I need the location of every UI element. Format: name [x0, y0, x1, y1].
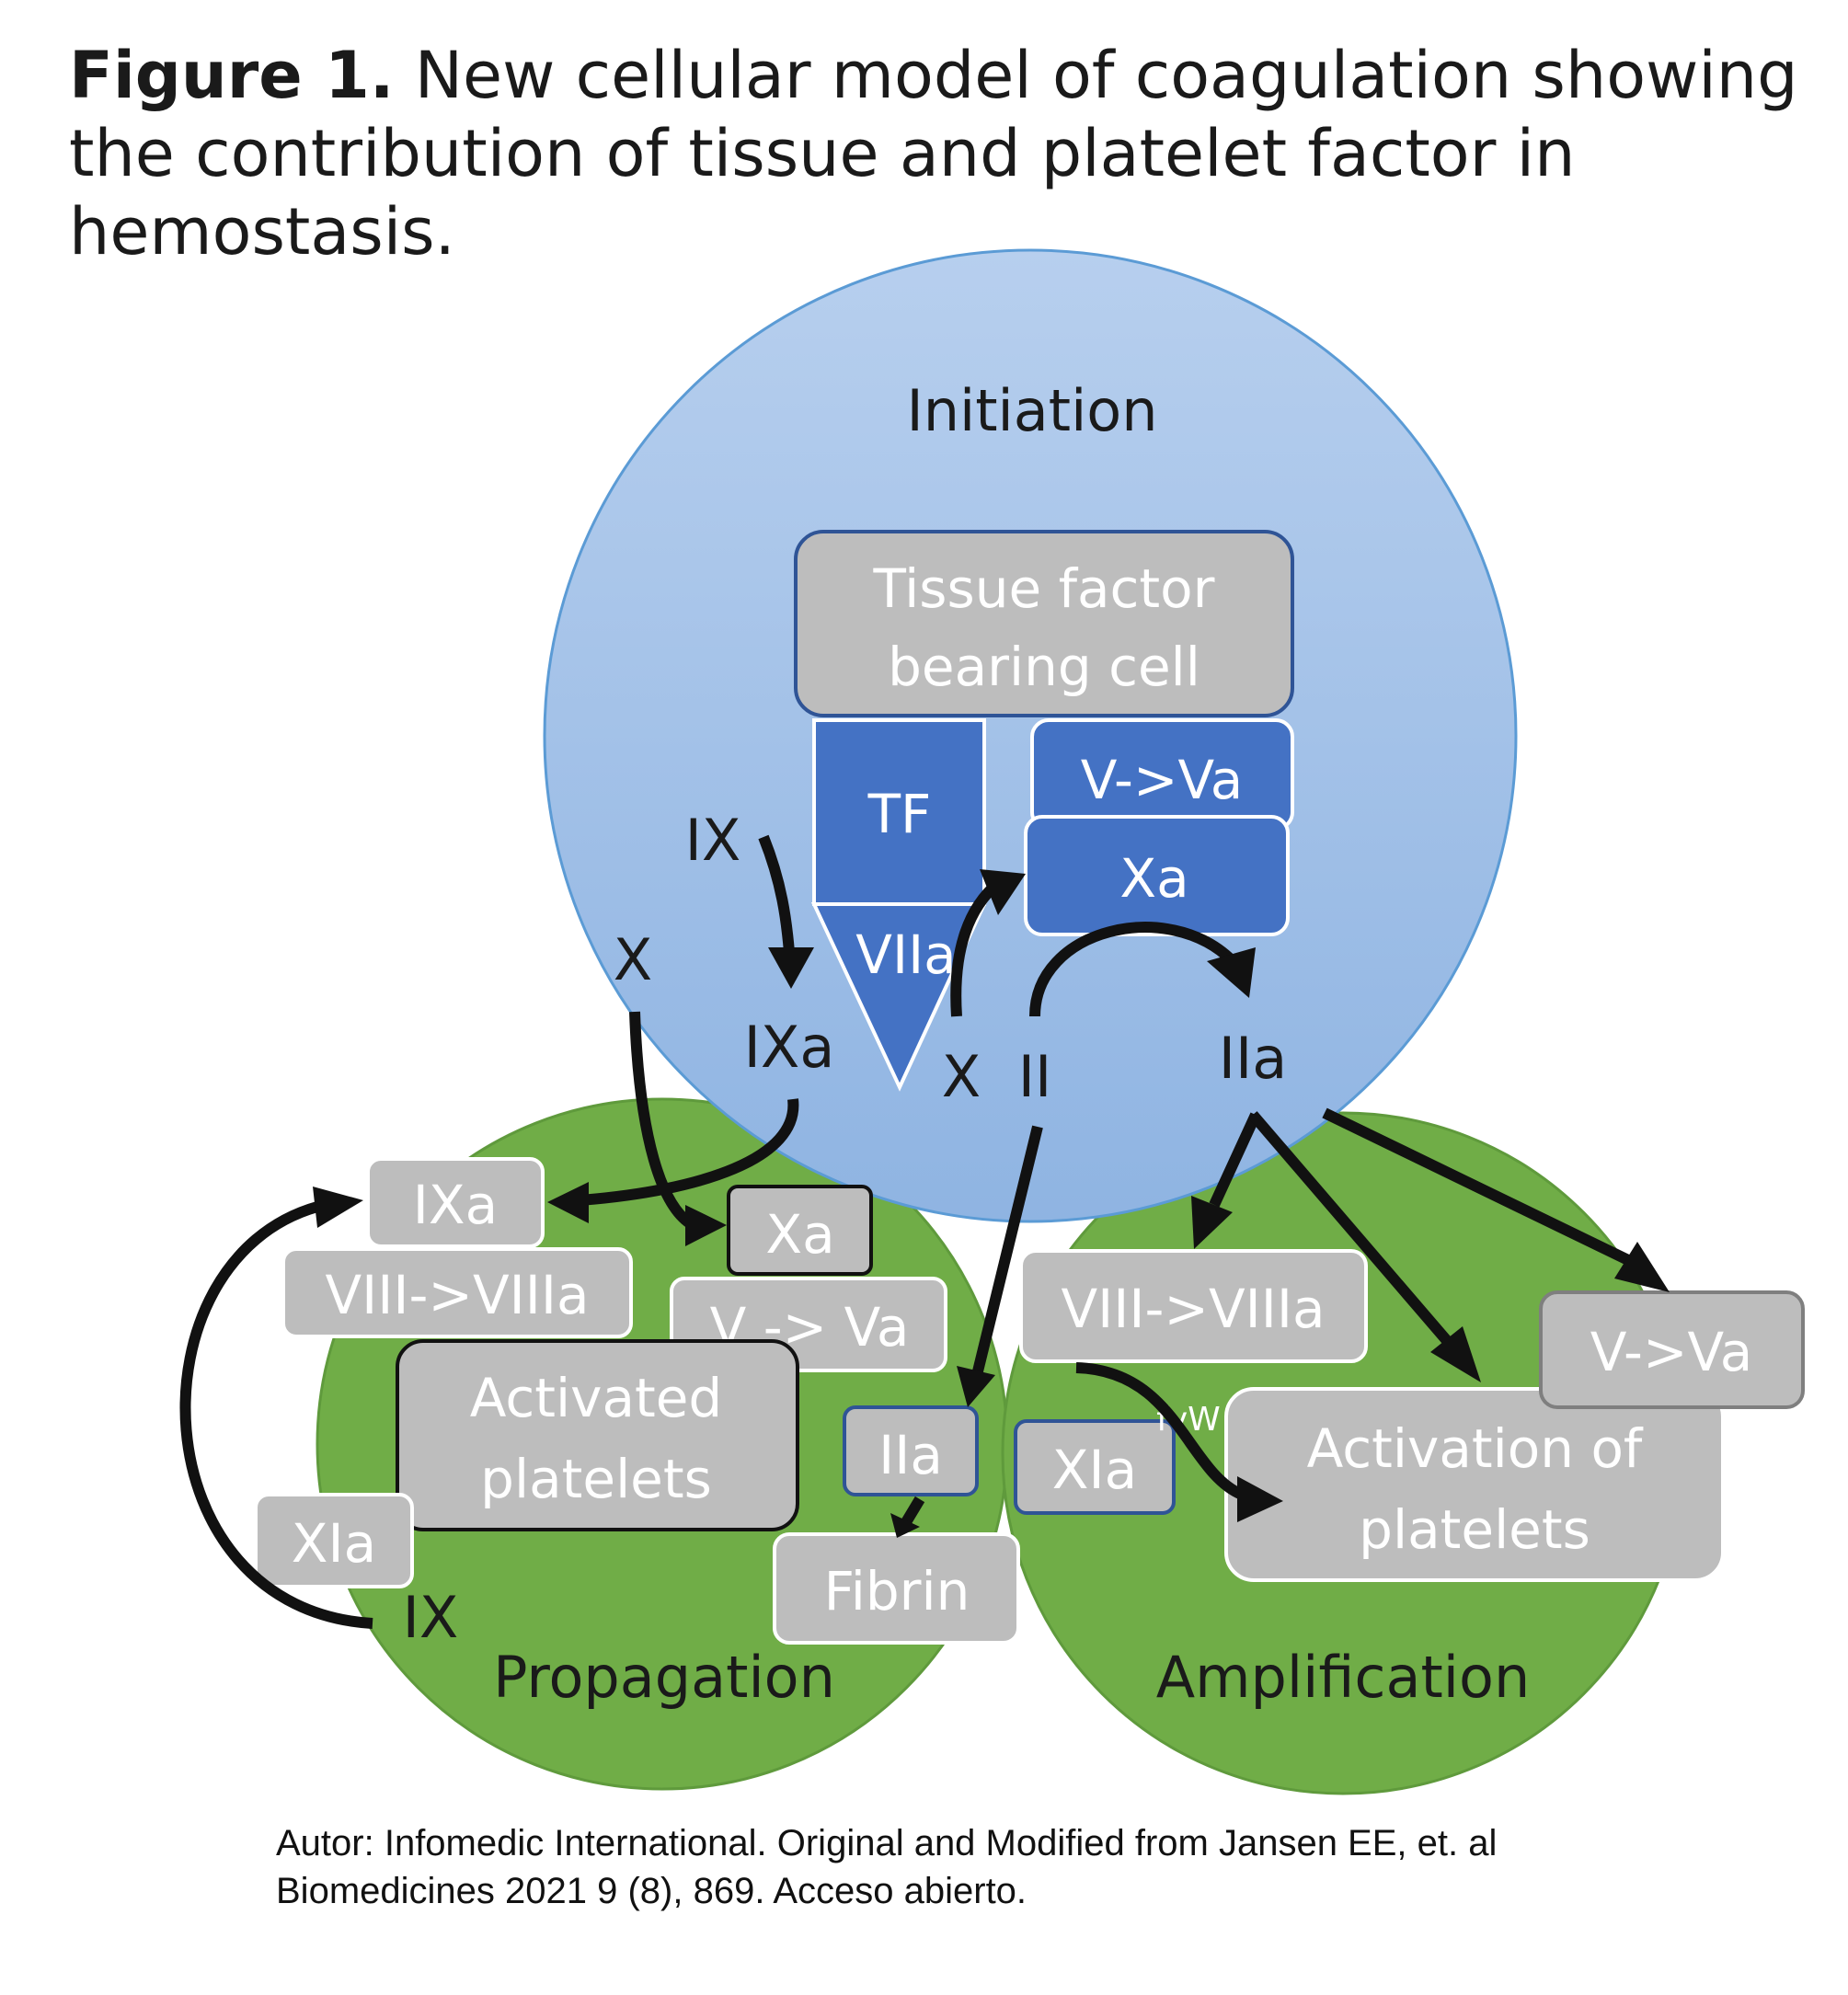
arrowhead-ii-to-propagation-iia [957, 1366, 995, 1407]
activated-platelets-line2: platelets [480, 1448, 712, 1510]
tf-label: TF [867, 783, 932, 845]
arrowhead-iia-to-viiia [1191, 1196, 1233, 1249]
arrow-iia-to-activation [1248, 1111, 1453, 1347]
arrow-ii-to-iia [1029, 922, 1237, 1017]
propagation-viii-viiia-box: VIII->VIIIa [281, 1247, 633, 1338]
arrowhead-ii-to-iia [1207, 947, 1256, 998]
arrow-viiia-to-activation [1075, 1362, 1245, 1500]
arrow-ii-to-propagation-iia [971, 1125, 1043, 1377]
propagation-title: Propagation [493, 1644, 835, 1711]
initiation-iia-label: IIa [1219, 1025, 1288, 1092]
arrowhead-iia-to-fibrin [890, 1513, 920, 1538]
credit-line2: Biomedicines 2021 9 (8), 869. Acceso abi… [276, 1871, 1027, 1911]
initiation-x-left-label: X [614, 926, 652, 993]
arrowhead-x-to-xa [980, 869, 1026, 915]
figure-credit: Autor: Infomedic International. Original… [276, 1819, 1794, 1915]
figure-caption: Figure 1. New cellular model of coagulat… [69, 37, 1798, 271]
initiation-xa-label: Xa [1119, 847, 1188, 910]
initiation-ii-label: II [1018, 1043, 1052, 1110]
figure-label: Figure 1. [69, 38, 395, 113]
amplification-xia-label: XIa [1052, 1439, 1137, 1501]
propagation-iia-box: IIa [843, 1405, 979, 1496]
activation-line2: platelets [1359, 1498, 1590, 1561]
tissue-factor-cell-box: Tissue factor bearing cell [794, 530, 1294, 717]
amplification-viii-viiia-label: VIII->VIIIa [1061, 1278, 1325, 1340]
tissue-factor-line1: Tissue factor [873, 557, 1215, 620]
amplification-title: Amplification [1156, 1644, 1531, 1711]
fibrin-box: Fibrin [773, 1532, 1020, 1645]
propagation-iia-label: IIa [878, 1424, 943, 1486]
activation-of-platelets-box: Activation of platelets [1224, 1387, 1725, 1582]
arrowhead-ixa-to-propagation [547, 1182, 589, 1223]
amplification-v-va-box: V->Va [1539, 1290, 1805, 1409]
arrowhead-ix-to-ixa [768, 947, 814, 989]
propagation-ixa-box: IXa [366, 1157, 545, 1248]
propagation-xia-box: XIa [254, 1493, 414, 1588]
arrowhead-x-to-propagation-xa [685, 1205, 727, 1246]
arrow-ix-to-ixa [758, 834, 795, 953]
initiation-v-va-label: V->Va [1081, 749, 1244, 811]
activated-platelets-box: Activated platelets [396, 1339, 799, 1531]
initiation-ixa-label: IXa [744, 1014, 835, 1081]
tf-block [812, 718, 986, 906]
arrowhead-iia-to-v-va [1614, 1242, 1670, 1292]
arrow-ixa-to-propagation [579, 1098, 799, 1206]
activation-line1: Activation of [1307, 1417, 1644, 1480]
arrowhead-iia-to-activation [1430, 1326, 1481, 1382]
propagation-xa-box: Xa [727, 1185, 873, 1276]
viia-label: VIIa [855, 923, 956, 986]
propagation-viii-viiia-label: VIII->VIIIa [325, 1264, 589, 1326]
amplification-v-va-label: V->Va [1590, 1321, 1753, 1383]
initiation-ix-label: IX [685, 807, 741, 874]
initiation-xa-box: Xa [1024, 815, 1290, 936]
arrow-iia-to-fibrin [901, 1496, 925, 1526]
arrow-ix-loop [179, 1201, 373, 1629]
initiation-x-mid-label: X [942, 1043, 981, 1110]
arrow-iia-to-viiia [1209, 1112, 1261, 1208]
amplification-viii-viiia-box: VIII->VIIIa [1019, 1249, 1368, 1363]
viia-triangle [810, 902, 988, 1092]
arrowhead-viiia-to-activation [1237, 1476, 1283, 1522]
tissue-factor-line2: bearing cell [888, 636, 1200, 698]
initiation-title: Initiation [906, 377, 1157, 444]
initiation-v-va-box: V->Va [1030, 718, 1294, 831]
propagation-ix-label: IX [403, 1584, 459, 1651]
arrow-iia-to-v-va [1322, 1107, 1631, 1266]
caption-text: New cellular model of coagulation showin… [69, 38, 1798, 269]
arrowhead-ix-loop [313, 1187, 363, 1228]
arrow-x-to-propagation-xa [629, 1011, 694, 1228]
fibrin-label: Fibrin [824, 1560, 970, 1622]
propagation-ixa-label: IXa [413, 1174, 498, 1236]
credit-line1: Autor: Infomedic International. Original… [276, 1823, 1498, 1863]
propagation-xa-label: Xa [765, 1203, 834, 1266]
arrows [179, 834, 1670, 1629]
activated-platelets-line1: Activated [470, 1367, 723, 1429]
propagation-xia-label: XIa [292, 1512, 376, 1575]
amplification-xia-box: XIa [1014, 1419, 1176, 1515]
